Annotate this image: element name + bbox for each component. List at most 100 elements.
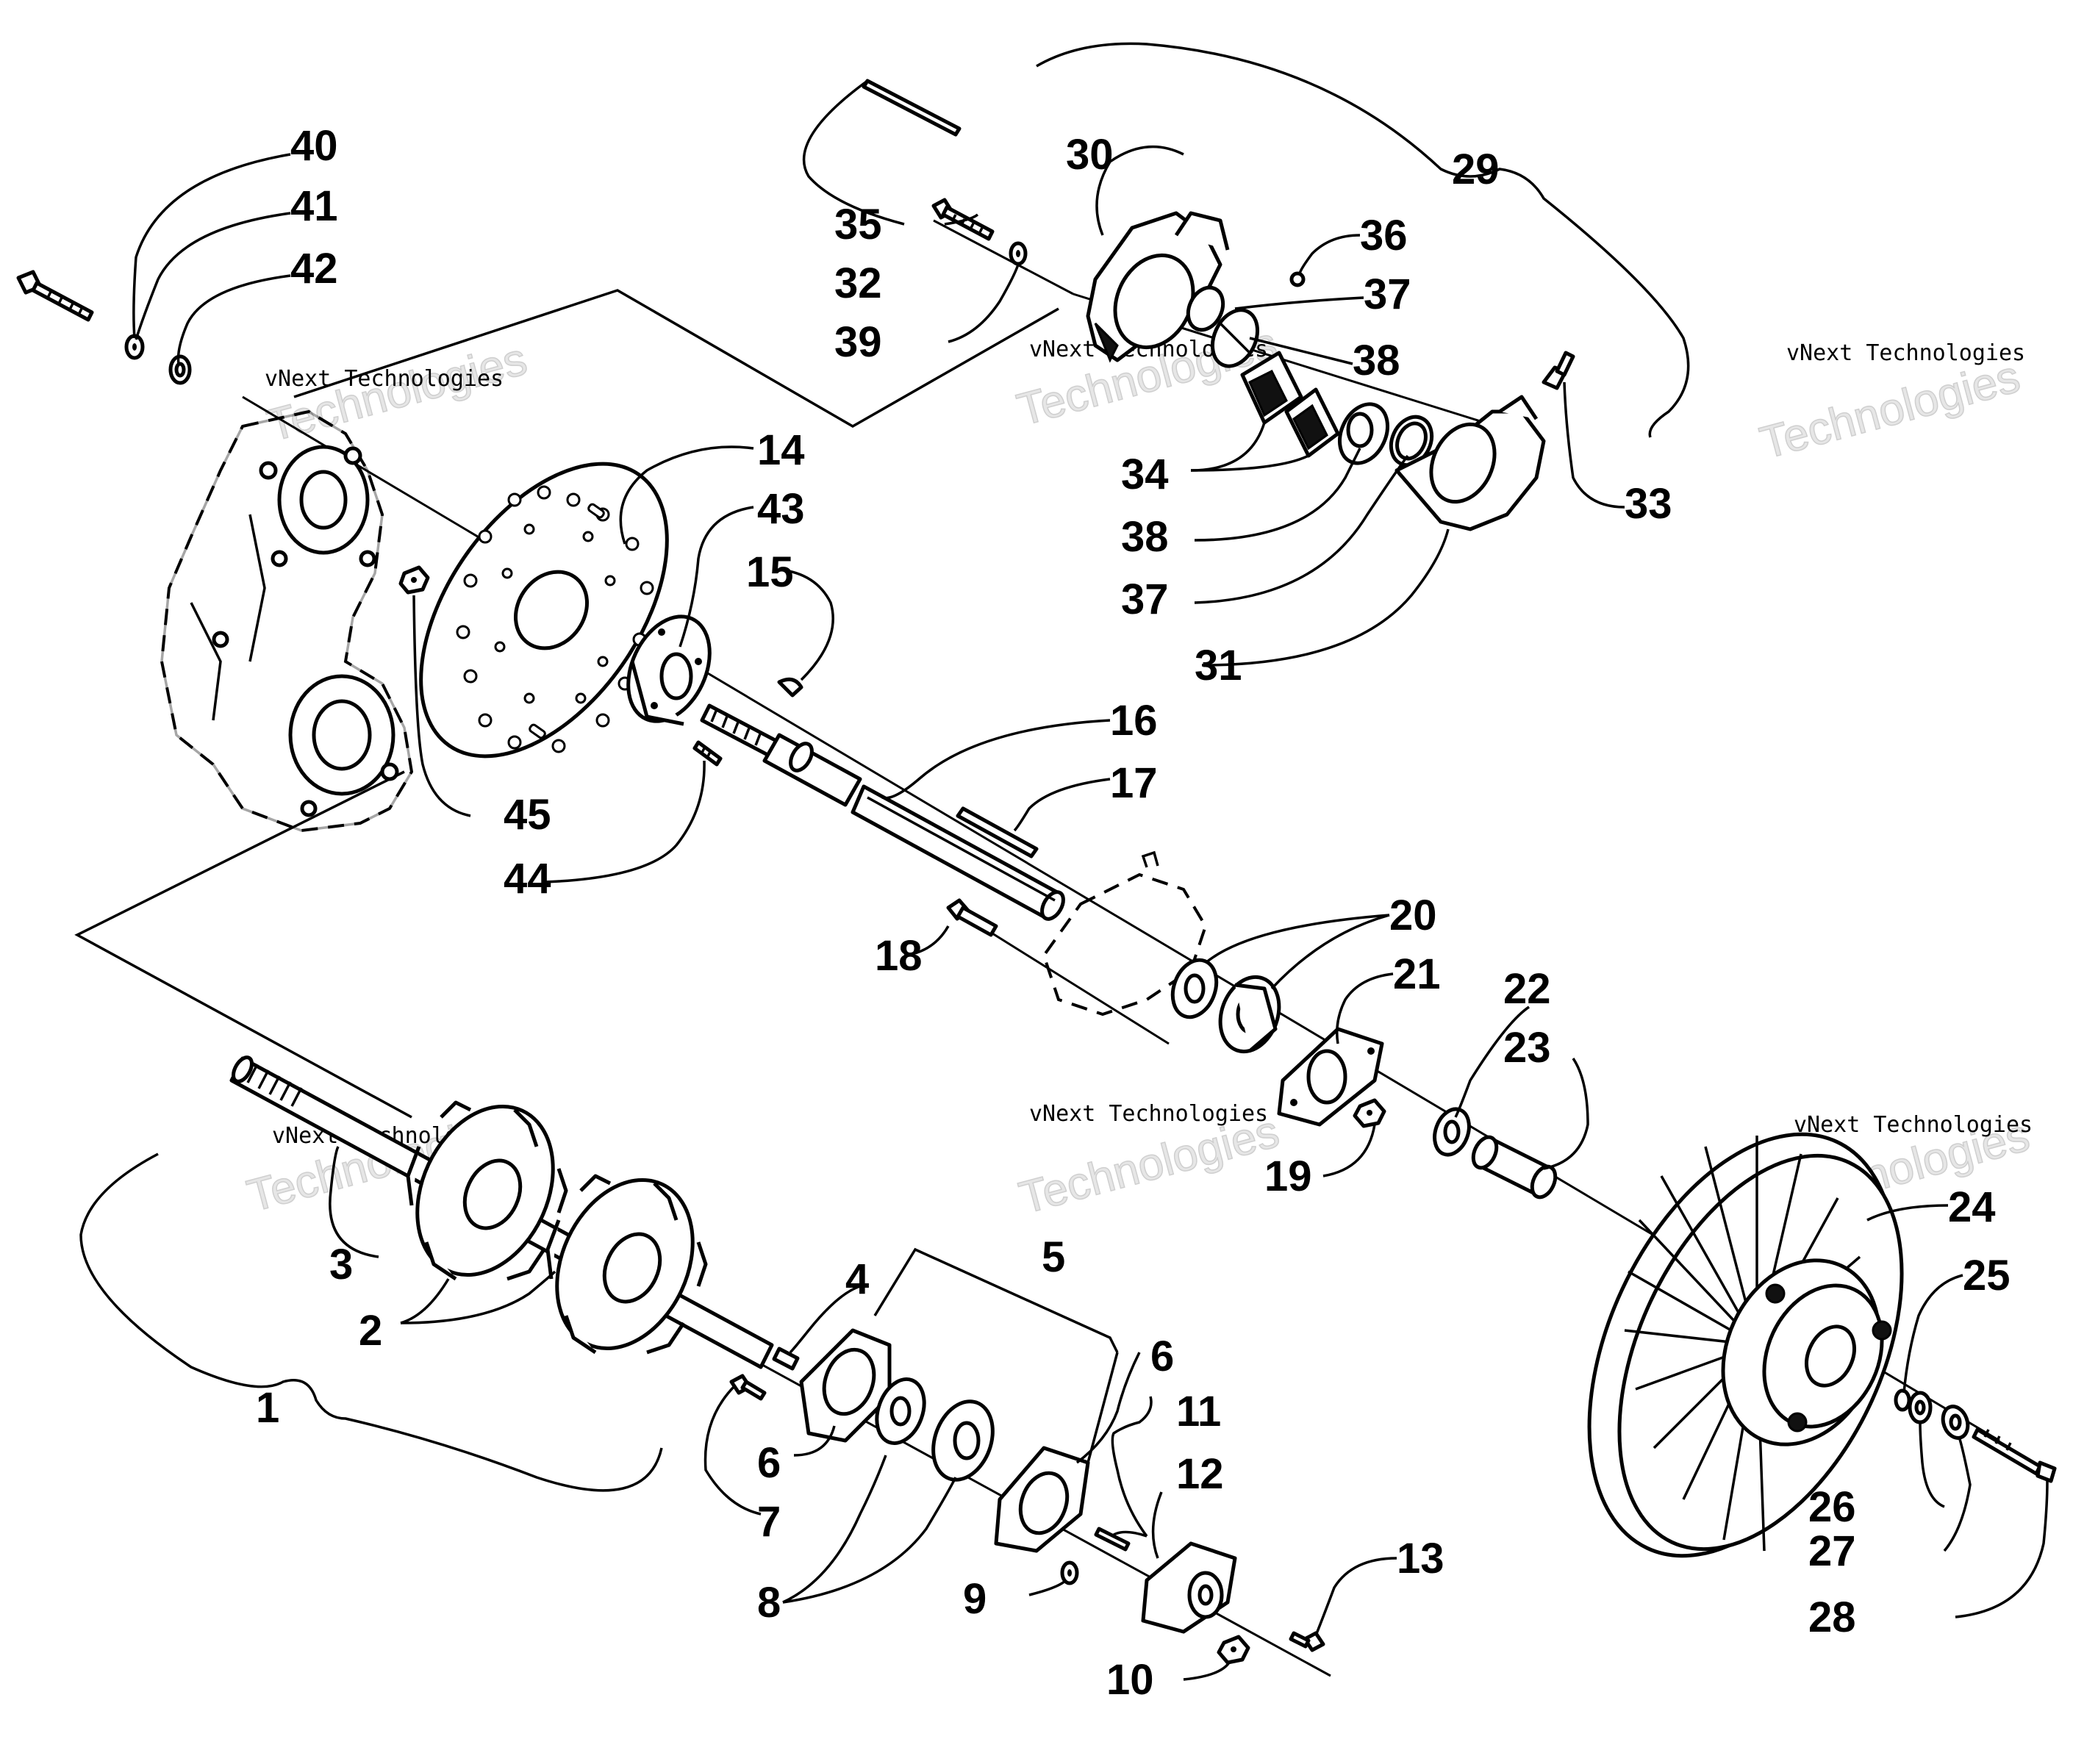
callout-36: 36 — [1360, 212, 1408, 259]
watermark-left: Technologies — [262, 333, 533, 452]
callout-32: 32 — [834, 259, 882, 307]
cap-screw-40 — [16, 270, 94, 322]
callout-2: 2 — [359, 1307, 382, 1355]
callout-44: 44 — [504, 855, 551, 903]
callout-43: 43 — [757, 485, 805, 533]
brake-pad-34b — [1284, 387, 1340, 458]
callout-41: 41 — [290, 182, 338, 230]
bracket-5 — [873, 1247, 1119, 1463]
callout-19: 19 — [1264, 1152, 1312, 1200]
callout-40: 40 — [290, 122, 338, 170]
callout-7: 7 — [757, 1498, 781, 1546]
screw-32 — [931, 198, 995, 241]
brake-disc-14 — [419, 462, 669, 759]
nut-10 — [1217, 1635, 1250, 1665]
callout-28: 28 — [1808, 1593, 1856, 1641]
washer-22 — [1433, 1107, 1471, 1157]
watermark-mid-center-text: vNext Technologies — [1029, 1101, 1268, 1127]
callout-27: 27 — [1808, 1527, 1856, 1575]
washer-27 — [1941, 1405, 1970, 1440]
callout-6b: 6 — [757, 1439, 781, 1487]
bracket-29 — [1036, 42, 1690, 438]
driven-clutch-24 — [1587, 1132, 1904, 1558]
callout-15: 15 — [746, 548, 794, 596]
callout-25: 25 — [1963, 1252, 2011, 1299]
callout-37a: 37 — [1364, 270, 1411, 318]
washer-26 — [1908, 1391, 1933, 1424]
brake-hub-43 — [626, 614, 712, 726]
callout-37b: 37 — [1121, 576, 1169, 623]
woodruff-key-15 — [777, 677, 803, 698]
screw-13 — [1289, 1631, 1325, 1652]
callout-39: 39 — [834, 318, 882, 366]
lock-washer-41 — [124, 334, 145, 360]
callout-17: 17 — [1110, 759, 1158, 807]
watermark-left-text: vNext Technologies — [265, 366, 504, 392]
oring-37-upper — [1186, 285, 1225, 332]
watermark-top-right: Technologies — [1755, 351, 2026, 470]
pin-35 — [862, 79, 962, 137]
brake-pad-34a — [1240, 351, 1303, 425]
washer-9 — [1060, 1560, 1079, 1585]
callout-21: 21 — [1393, 950, 1441, 998]
bearing-8a — [875, 1377, 926, 1446]
bearing-20a — [1170, 958, 1219, 1019]
callout-42: 42 — [290, 245, 338, 293]
piston-38-lower — [1338, 402, 1389, 465]
watermark-mid-right-text: vNext Technologies — [1794, 1112, 2033, 1138]
cap-screw-28 — [1972, 1427, 2057, 1483]
jackshaft-stub — [700, 703, 862, 807]
leader-lines — [132, 79, 2049, 1681]
callout-13: 13 — [1397, 1535, 1444, 1582]
washer-42 — [168, 354, 192, 385]
callout-9: 9 — [963, 1575, 987, 1623]
nut-19 — [1353, 1098, 1386, 1128]
gearcase-housing — [160, 409, 414, 833]
callout-34: 34 — [1121, 451, 1169, 498]
callout-4: 4 — [845, 1255, 869, 1303]
drive-sprocket-2b — [545, 1174, 708, 1355]
key-17 — [956, 806, 1039, 858]
callout-14: 14 — [757, 426, 805, 474]
callout-16: 16 — [1110, 697, 1158, 745]
spacer-4 — [772, 1347, 800, 1371]
drive-sprocket-2a — [406, 1100, 568, 1281]
washer-39 — [1009, 241, 1028, 266]
callout-30: 30 — [1066, 131, 1114, 179]
bleeder-screw-33 — [1542, 351, 1575, 390]
bracket-1 — [79, 1152, 663, 1492]
watermark-top-right-text: vNext Technologies — [1786, 340, 2025, 366]
callout-1: 1 — [256, 1384, 279, 1432]
grease-fitting-11 — [1094, 1527, 1131, 1552]
bearing-flange-6b — [994, 1446, 1090, 1553]
nut-45 — [398, 565, 430, 595]
caliper-half-30 — [1086, 211, 1230, 363]
bearing-20b — [1218, 975, 1281, 1054]
spacer-23 — [1471, 1135, 1558, 1200]
callout-23: 23 — [1503, 1024, 1551, 1072]
callout-38b: 38 — [1121, 513, 1169, 561]
piston-38-upper — [1211, 308, 1259, 368]
callout-5: 5 — [1042, 1233, 1065, 1281]
callout-11: 11 — [1176, 1388, 1221, 1435]
cap-screw-18 — [946, 898, 998, 937]
chassis-bearing-mount — [1042, 850, 1208, 1017]
callout-26: 26 — [1808, 1483, 1856, 1531]
caliper-half-31 — [1394, 395, 1546, 531]
callout-29: 29 — [1452, 146, 1500, 193]
lock-washer-25 — [1894, 1388, 1911, 1412]
callout-38a: 38 — [1353, 337, 1400, 384]
svg-text:Technologies: Technologies — [1755, 351, 2024, 469]
callout-8: 8 — [757, 1579, 781, 1627]
bearing-flange-6a — [799, 1328, 892, 1443]
callout-12: 12 — [1176, 1450, 1224, 1498]
callout-45: 45 — [504, 791, 551, 839]
callout-31: 31 — [1195, 642, 1242, 689]
spacer-tube-16 — [851, 784, 1065, 921]
callout-18: 18 — [875, 932, 923, 980]
bearing-8b — [931, 1399, 995, 1482]
callout-35: 35 — [834, 201, 882, 248]
callout-10: 10 — [1106, 1656, 1154, 1704]
